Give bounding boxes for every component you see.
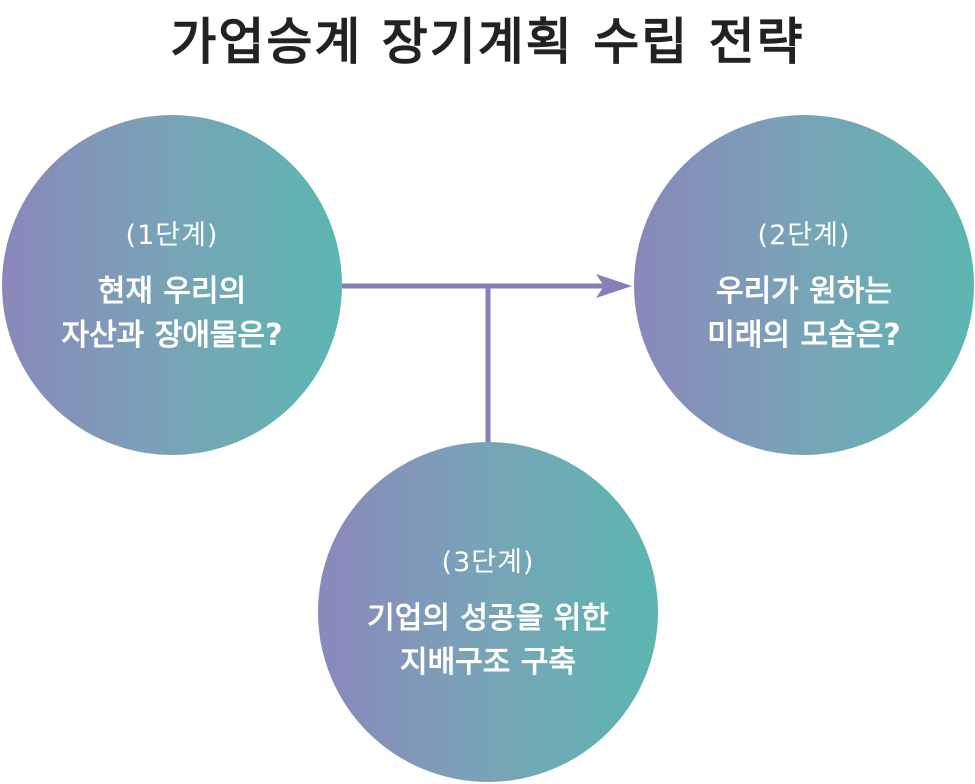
step-3-line-2: 지배구조 구축: [399, 645, 577, 680]
step-2-circle: (2단계) 우리가 원하는 미래의 모습은?: [634, 115, 974, 455]
step-1-line-1: 현재 우리의: [97, 274, 247, 309]
step-2-line-2: 미래의 모습은?: [707, 318, 901, 353]
step-2-description: 우리가 원하는 미래의 모습은?: [634, 270, 974, 358]
step-3-circle: (3단계) 기업의 성공을 위한 지배구조 구축: [318, 442, 658, 782]
step-1-description: 현재 우리의 자산과 장애물은?: [2, 270, 342, 358]
step-2-line-1: 우리가 원하는: [715, 274, 893, 309]
step-2-label: (2단계): [757, 220, 851, 251]
step-1-line-2: 자산과 장애물은?: [61, 318, 283, 353]
diagram-title: 가업승계 장기계획 수립 전략: [170, 13, 805, 71]
arrowhead-to-step2: [596, 274, 632, 298]
step-3-label: (3단계): [441, 547, 535, 578]
step-1-label: (1단계): [125, 220, 219, 251]
step-1-circle: (1단계) 현재 우리의 자산과 장애물은?: [2, 115, 342, 455]
step-3-line-1: 기업의 성공을 위한: [367, 601, 609, 636]
step-3-description: 기업의 성공을 위한 지배구조 구축: [318, 597, 658, 685]
